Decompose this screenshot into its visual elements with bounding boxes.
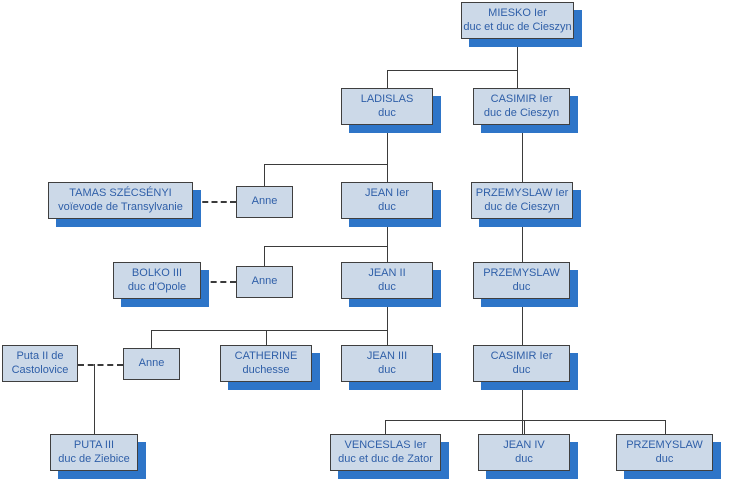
connector-line [522,219,523,262]
person-title: Castolovice [11,363,69,376]
person-title: duc [515,452,533,465]
connector-line [517,39,518,70]
person-name: JEAN III [366,349,408,362]
person-title: duc de Cieszyn [484,200,560,213]
person-name: CATHERINE [234,349,298,362]
connector-line [264,164,387,165]
connector-line [264,246,265,266]
person-name: LADISLAS [360,92,414,105]
connector-line [387,125,388,164]
person-name: CASIMIR Ier [490,92,553,105]
person-title: duc et duc de Zator [338,452,433,465]
person-title: duc et duc de Cieszyn [463,20,572,33]
marriage-line [78,364,123,366]
person-name: VENCESLAS Ier [344,438,427,451]
connector-line [385,420,386,434]
connector-line [517,70,518,88]
connector-line [524,420,525,434]
person-title: duc [378,280,396,293]
connector-line [522,382,523,434]
person-name: Anne [251,275,278,288]
connector-line [94,364,95,434]
person-title: duchesse [242,363,290,376]
connector-line [385,420,665,421]
connector-line [387,246,388,262]
connector-line [522,299,523,345]
person-title: duc [378,200,396,213]
person-title: duc de Cieszyn [483,106,560,119]
person-name: Anne [251,195,278,208]
connector-line [264,246,387,247]
marriage-line [193,201,236,203]
person-title: duc [512,280,531,293]
person-name: PRZEMYSLAW [483,266,560,279]
person-name: JEAN IV [503,438,545,451]
connector-line [151,330,387,331]
person-title: duc [378,106,396,119]
connector-line [387,70,518,71]
person-name: JEAN II [368,266,406,279]
person-title: duc [378,363,396,376]
person-name: PRZEMYSLAW [626,438,703,451]
connector-line [151,330,152,348]
person-name: MIESKO Ier [488,6,547,19]
person-name: TAMAS SZÉCSÉNYI [69,186,172,199]
person-title: duc [655,452,674,465]
connector-line [387,330,388,345]
marriage-line [201,281,236,283]
connector-line [387,70,388,88]
person-name: PRZEMYSLAW Ier [475,186,569,199]
connector-line [665,420,666,434]
person-node-anne3[interactable]: Anne [123,348,180,380]
connector-line [522,125,523,182]
person-title: duc [512,363,531,376]
person-name: CASIMIR Ier [490,349,553,362]
person-name: BOLKO III [131,266,183,279]
person-name: Puta II de [16,349,64,362]
connector-line [387,299,388,330]
person-title: duc de Ziebice [58,452,130,465]
person-name: Anne [138,357,165,370]
person-name: JEAN Ier [364,186,409,199]
person-title: voïevode de Transylvanie [58,200,183,213]
person-node-anne2[interactable]: Anne [236,266,293,298]
connector-line [387,164,388,182]
connector-line [266,330,267,345]
person-node-anne1[interactable]: Anne [236,186,293,218]
connector-line [387,219,388,246]
connector-line [264,164,265,186]
person-title: duc d'Opole [127,280,187,293]
person-name: PUTA III [73,438,115,451]
